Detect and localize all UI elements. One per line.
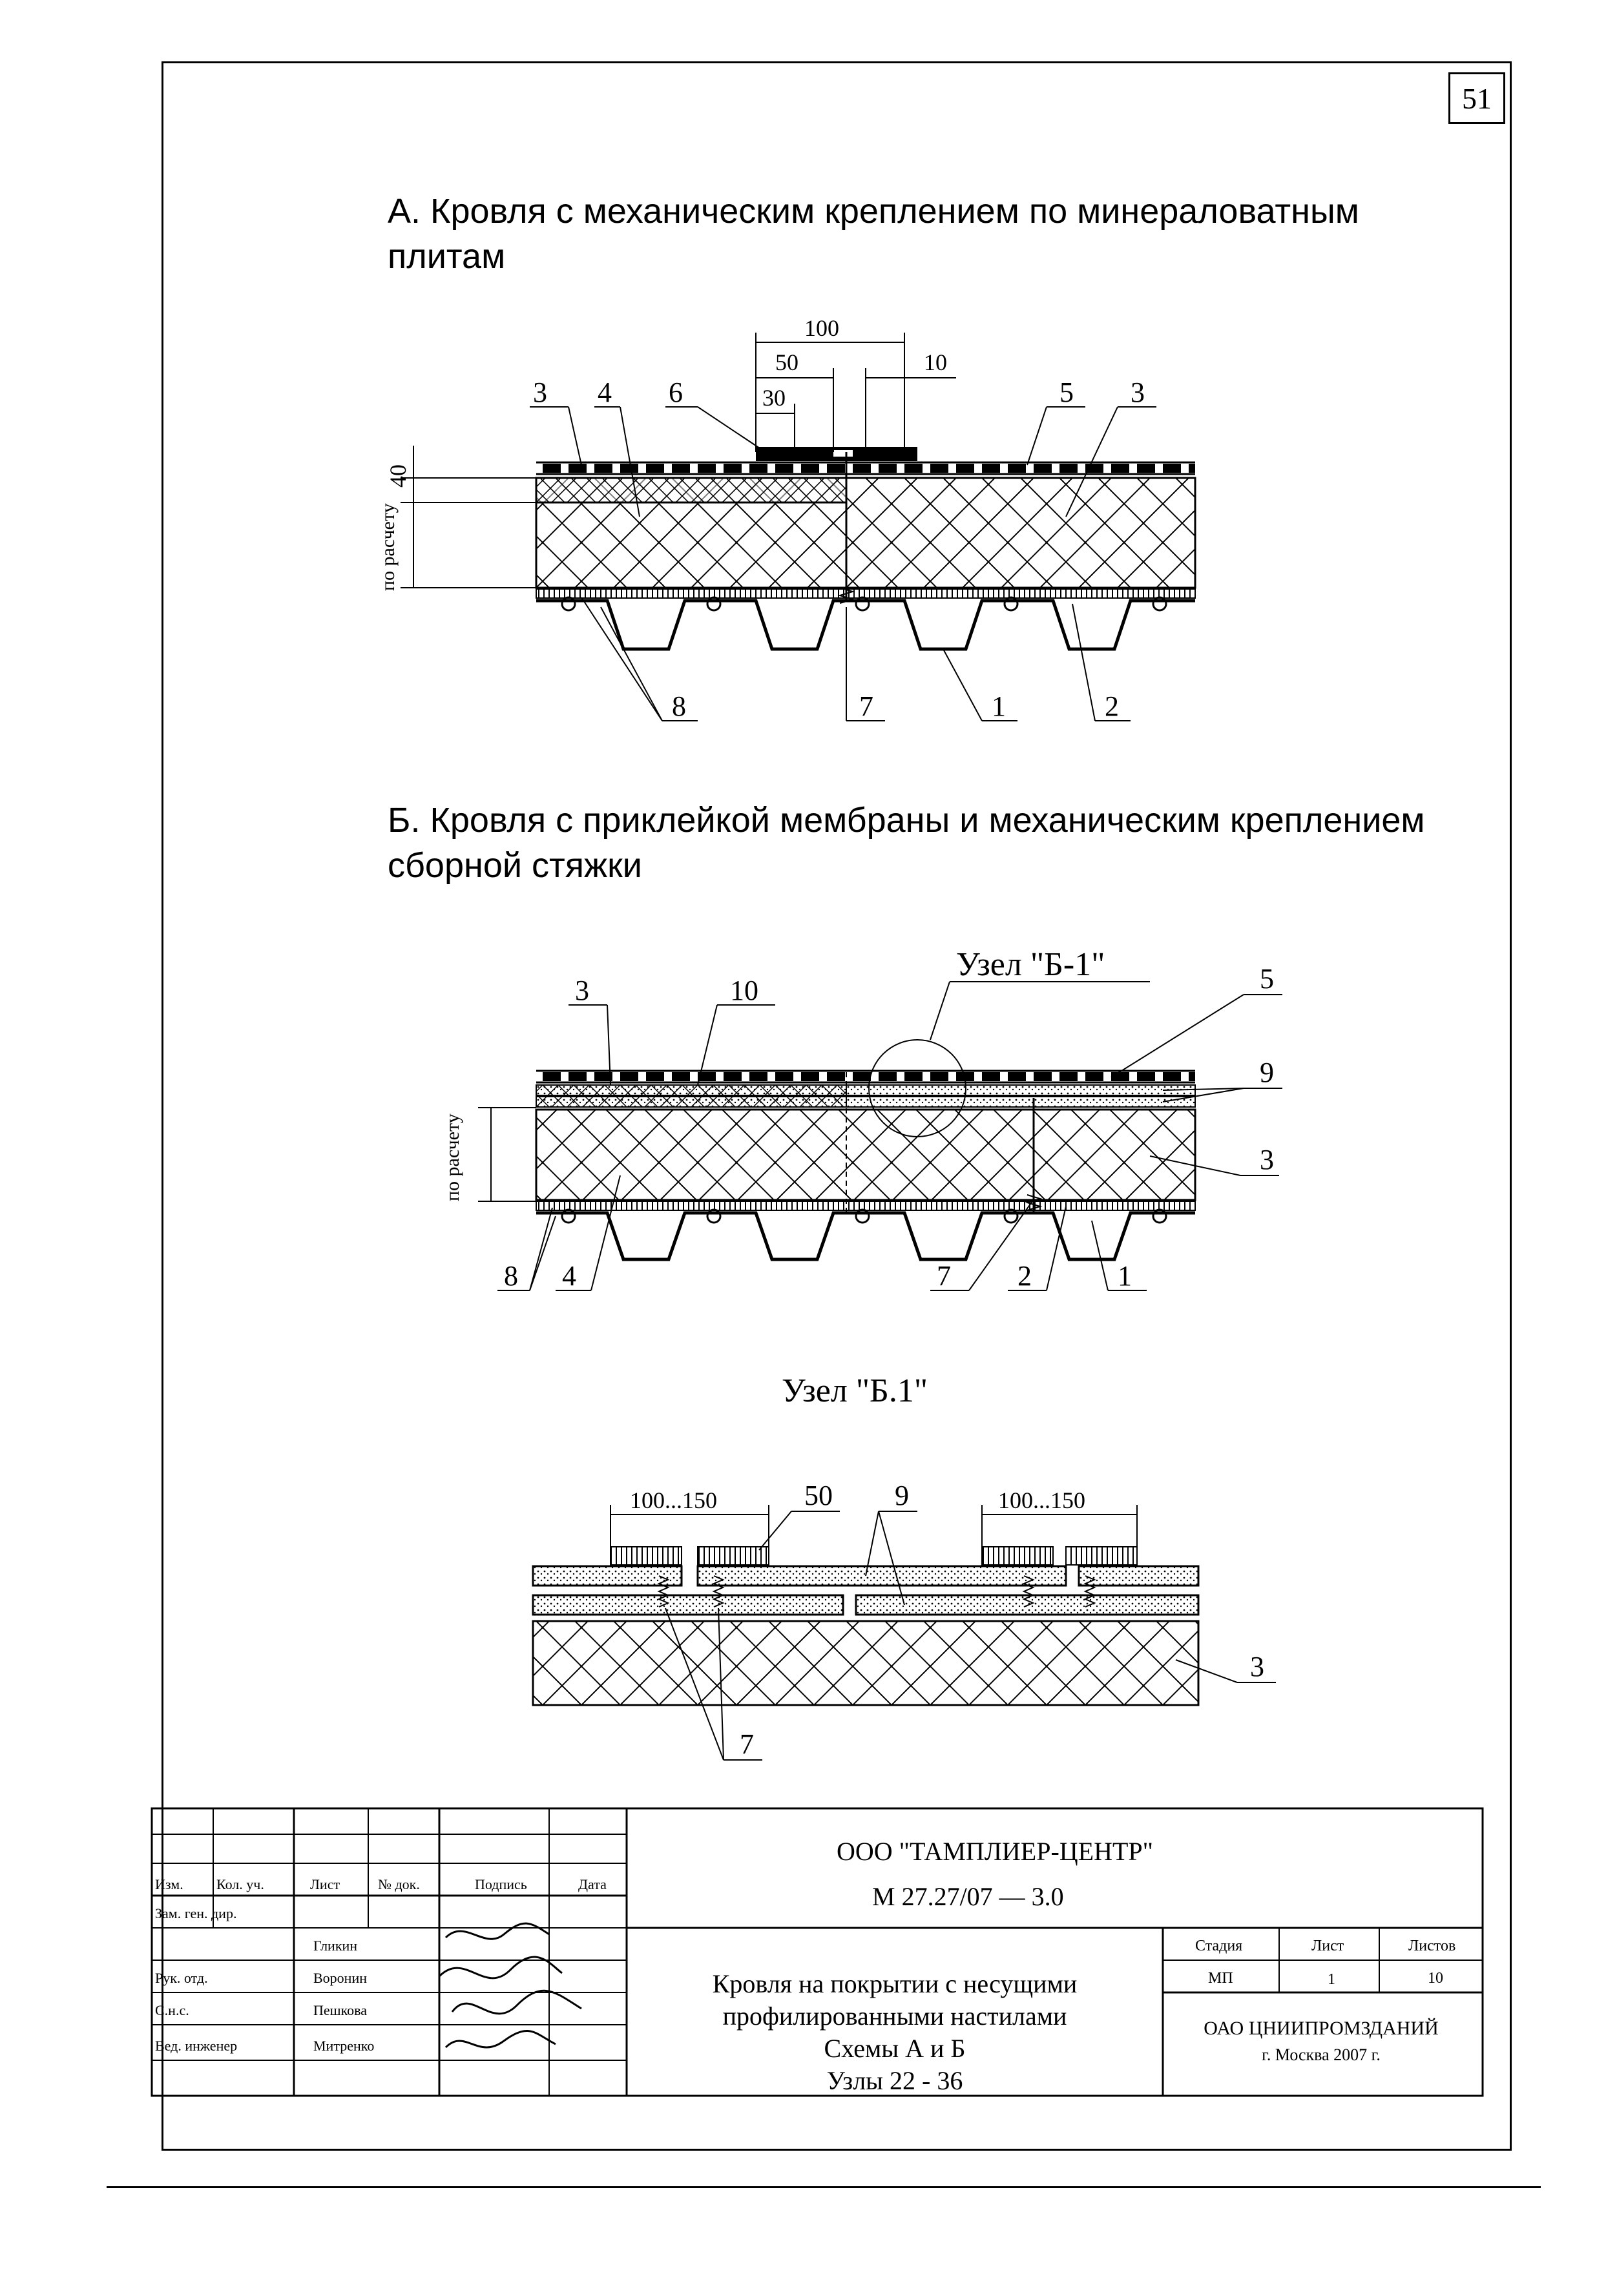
tb-name-2: Пешкова <box>313 2002 367 2018</box>
node-b1-marker <box>868 1039 966 1137</box>
tb-header-kol: Кол. уч. <box>216 1876 264 1892</box>
profiled-deck-b <box>536 1211 1195 1261</box>
callout-b-9: 9 <box>1260 1057 1274 1088</box>
tb-name-1: Воронин <box>313 1970 367 1986</box>
callout-b-4: 4 <box>562 1260 576 1292</box>
tb-sheets: 10 <box>1428 1970 1443 1987</box>
tb-desc-3: Узлы 22 - 36 <box>827 2066 963 2095</box>
insulation-layer-b <box>535 1108 1196 1201</box>
callout-a-1: 1 <box>992 690 1006 722</box>
tb-code: М 27.27/07 — 3.0 <box>872 1882 1064 1911</box>
callout-a-4: 4 <box>598 377 612 408</box>
tb-stage: МП <box>1208 1970 1233 1987</box>
tb-name-0: Гликин <box>313 1938 357 1954</box>
callout-b-2: 2 <box>1017 1260 1032 1292</box>
section-b-title-line1: Б. Кровля с приклейкой мембраны и механи… <box>388 801 1425 840</box>
callout-b-10: 10 <box>730 975 758 1006</box>
callout-b-1: 1 <box>1118 1260 1132 1292</box>
tb-desc-1: профилированными настилами <box>723 2001 1067 2031</box>
callout-b-8: 8 <box>504 1260 518 1292</box>
side-label-a: по расчету <box>377 503 399 591</box>
callout-b-7: 7 <box>937 1260 951 1292</box>
screed-board-top-2 <box>696 1565 1067 1587</box>
tb-header-list: Лист <box>310 1876 340 1892</box>
dim-100: 100 <box>804 315 839 341</box>
tb-header-podpis: Подпись <box>475 1876 527 1892</box>
screed-board-top-3 <box>1078 1565 1200 1587</box>
tb-name-3: Митренко <box>313 2038 374 2054</box>
tb-header-data: Дата <box>578 1876 607 1892</box>
node-b1-diagram: 100...150 100...150 50 9 3 7 <box>532 1480 1276 1761</box>
tb-header-izm: Изм. <box>155 1876 183 1892</box>
membrane-layer <box>536 464 1195 473</box>
callout-b1-50: 50 <box>804 1480 833 1511</box>
callout-a-3-left: 3 <box>533 377 547 408</box>
insulation-b1 <box>532 1620 1200 1706</box>
tb-role-3: Вед. инженер <box>155 2038 237 2054</box>
screed-board-top-1 <box>532 1565 683 1587</box>
tb-org: ООО "ТАМПЛИЕР-ЦЕНТР" <box>837 1837 1153 1866</box>
membrane-layer-b <box>536 1072 1195 1081</box>
section-a-title: А. Кровля с механическим креплением по м… <box>388 189 1359 279</box>
side-label-b: по расчету <box>442 1113 463 1201</box>
dim-40: 40 <box>385 464 411 488</box>
dim-b1-left: 100...150 <box>630 1487 717 1513</box>
tb-stage-header: Стадия <box>1195 1938 1242 1954</box>
callout-b1-3: 3 <box>1250 1651 1264 1682</box>
section-a-title-line2: плитам <box>388 237 506 276</box>
tb-city-year: г. Москва 2007 г. <box>1262 2045 1381 2064</box>
page-bottom-line <box>107 2186 1541 2188</box>
callout-a-6: 6 <box>669 377 683 408</box>
dim-50: 50 <box>775 349 798 375</box>
callout-b1-7: 7 <box>740 1728 754 1760</box>
drawing-frame <box>162 61 1512 2151</box>
profiled-deck <box>536 599 1195 651</box>
tb-header-ndoc: № док. <box>378 1876 420 1892</box>
section-b-title: Б. Кровля с приклейкой мембраны и механи… <box>388 798 1425 888</box>
tb-sheets-header: Листов <box>1408 1938 1455 1954</box>
tb-desc-0: Кровля на покрытии с несущими <box>713 1969 1078 1998</box>
section-b-diagram: Узел "Б-1" по расчету 3 10 5 9 3 8 4 7 2… <box>442 946 1282 1292</box>
tb-desc-2: Схемы А и Б <box>824 2034 966 2063</box>
tb-sheet-header: Лист <box>1311 1938 1344 1954</box>
title-block-text: Изм. Кол. уч. Лист № док. Подпись Дата З… <box>155 1837 1455 2095</box>
dim-10: 10 <box>924 349 947 375</box>
dim-30: 30 <box>762 385 786 411</box>
callout-b-3-top: 3 <box>575 975 589 1006</box>
page-number: 51 <box>1448 72 1505 124</box>
callout-b-3-right: 3 <box>1260 1144 1274 1175</box>
vapor-barrier <box>536 588 1196 599</box>
callout-a-5: 5 <box>1059 377 1074 408</box>
tb-institute: ОАО ЦНИИПРОМЗДАНИЙ <box>1204 2018 1439 2039</box>
callout-a-8: 8 <box>672 690 686 722</box>
tb-role-1: Рук. отд. <box>155 1970 208 1986</box>
section-b-title-line2: сборной стяжки <box>388 846 642 885</box>
tb-role-0: Зам. ген. дир. <box>155 1905 236 1921</box>
node-b1-label: Узел "Б-1" <box>956 946 1105 983</box>
section-a-diagram: 100 50 30 10 40 по расчету 3 4 6 5 3 8 7… <box>377 315 1196 722</box>
tb-role-2: С.н.с. <box>155 2002 189 2018</box>
callout-a-2: 2 <box>1105 690 1119 722</box>
screed-board-bottom-1 <box>532 1594 844 1616</box>
tb-sheet: 1 <box>1328 1971 1335 1988</box>
node-b1-title: Узел "Б.1" <box>782 1372 928 1409</box>
callout-b1-9: 9 <box>895 1480 909 1511</box>
callout-a-7: 7 <box>859 690 873 722</box>
dim-b1-right: 100...150 <box>998 1487 1085 1513</box>
title-block <box>151 1807 1484 2097</box>
callout-b-5: 5 <box>1260 963 1274 995</box>
callout-a-3-right: 3 <box>1131 377 1145 408</box>
section-a-title-line1: А. Кровля с механическим креплением по м… <box>388 192 1359 231</box>
